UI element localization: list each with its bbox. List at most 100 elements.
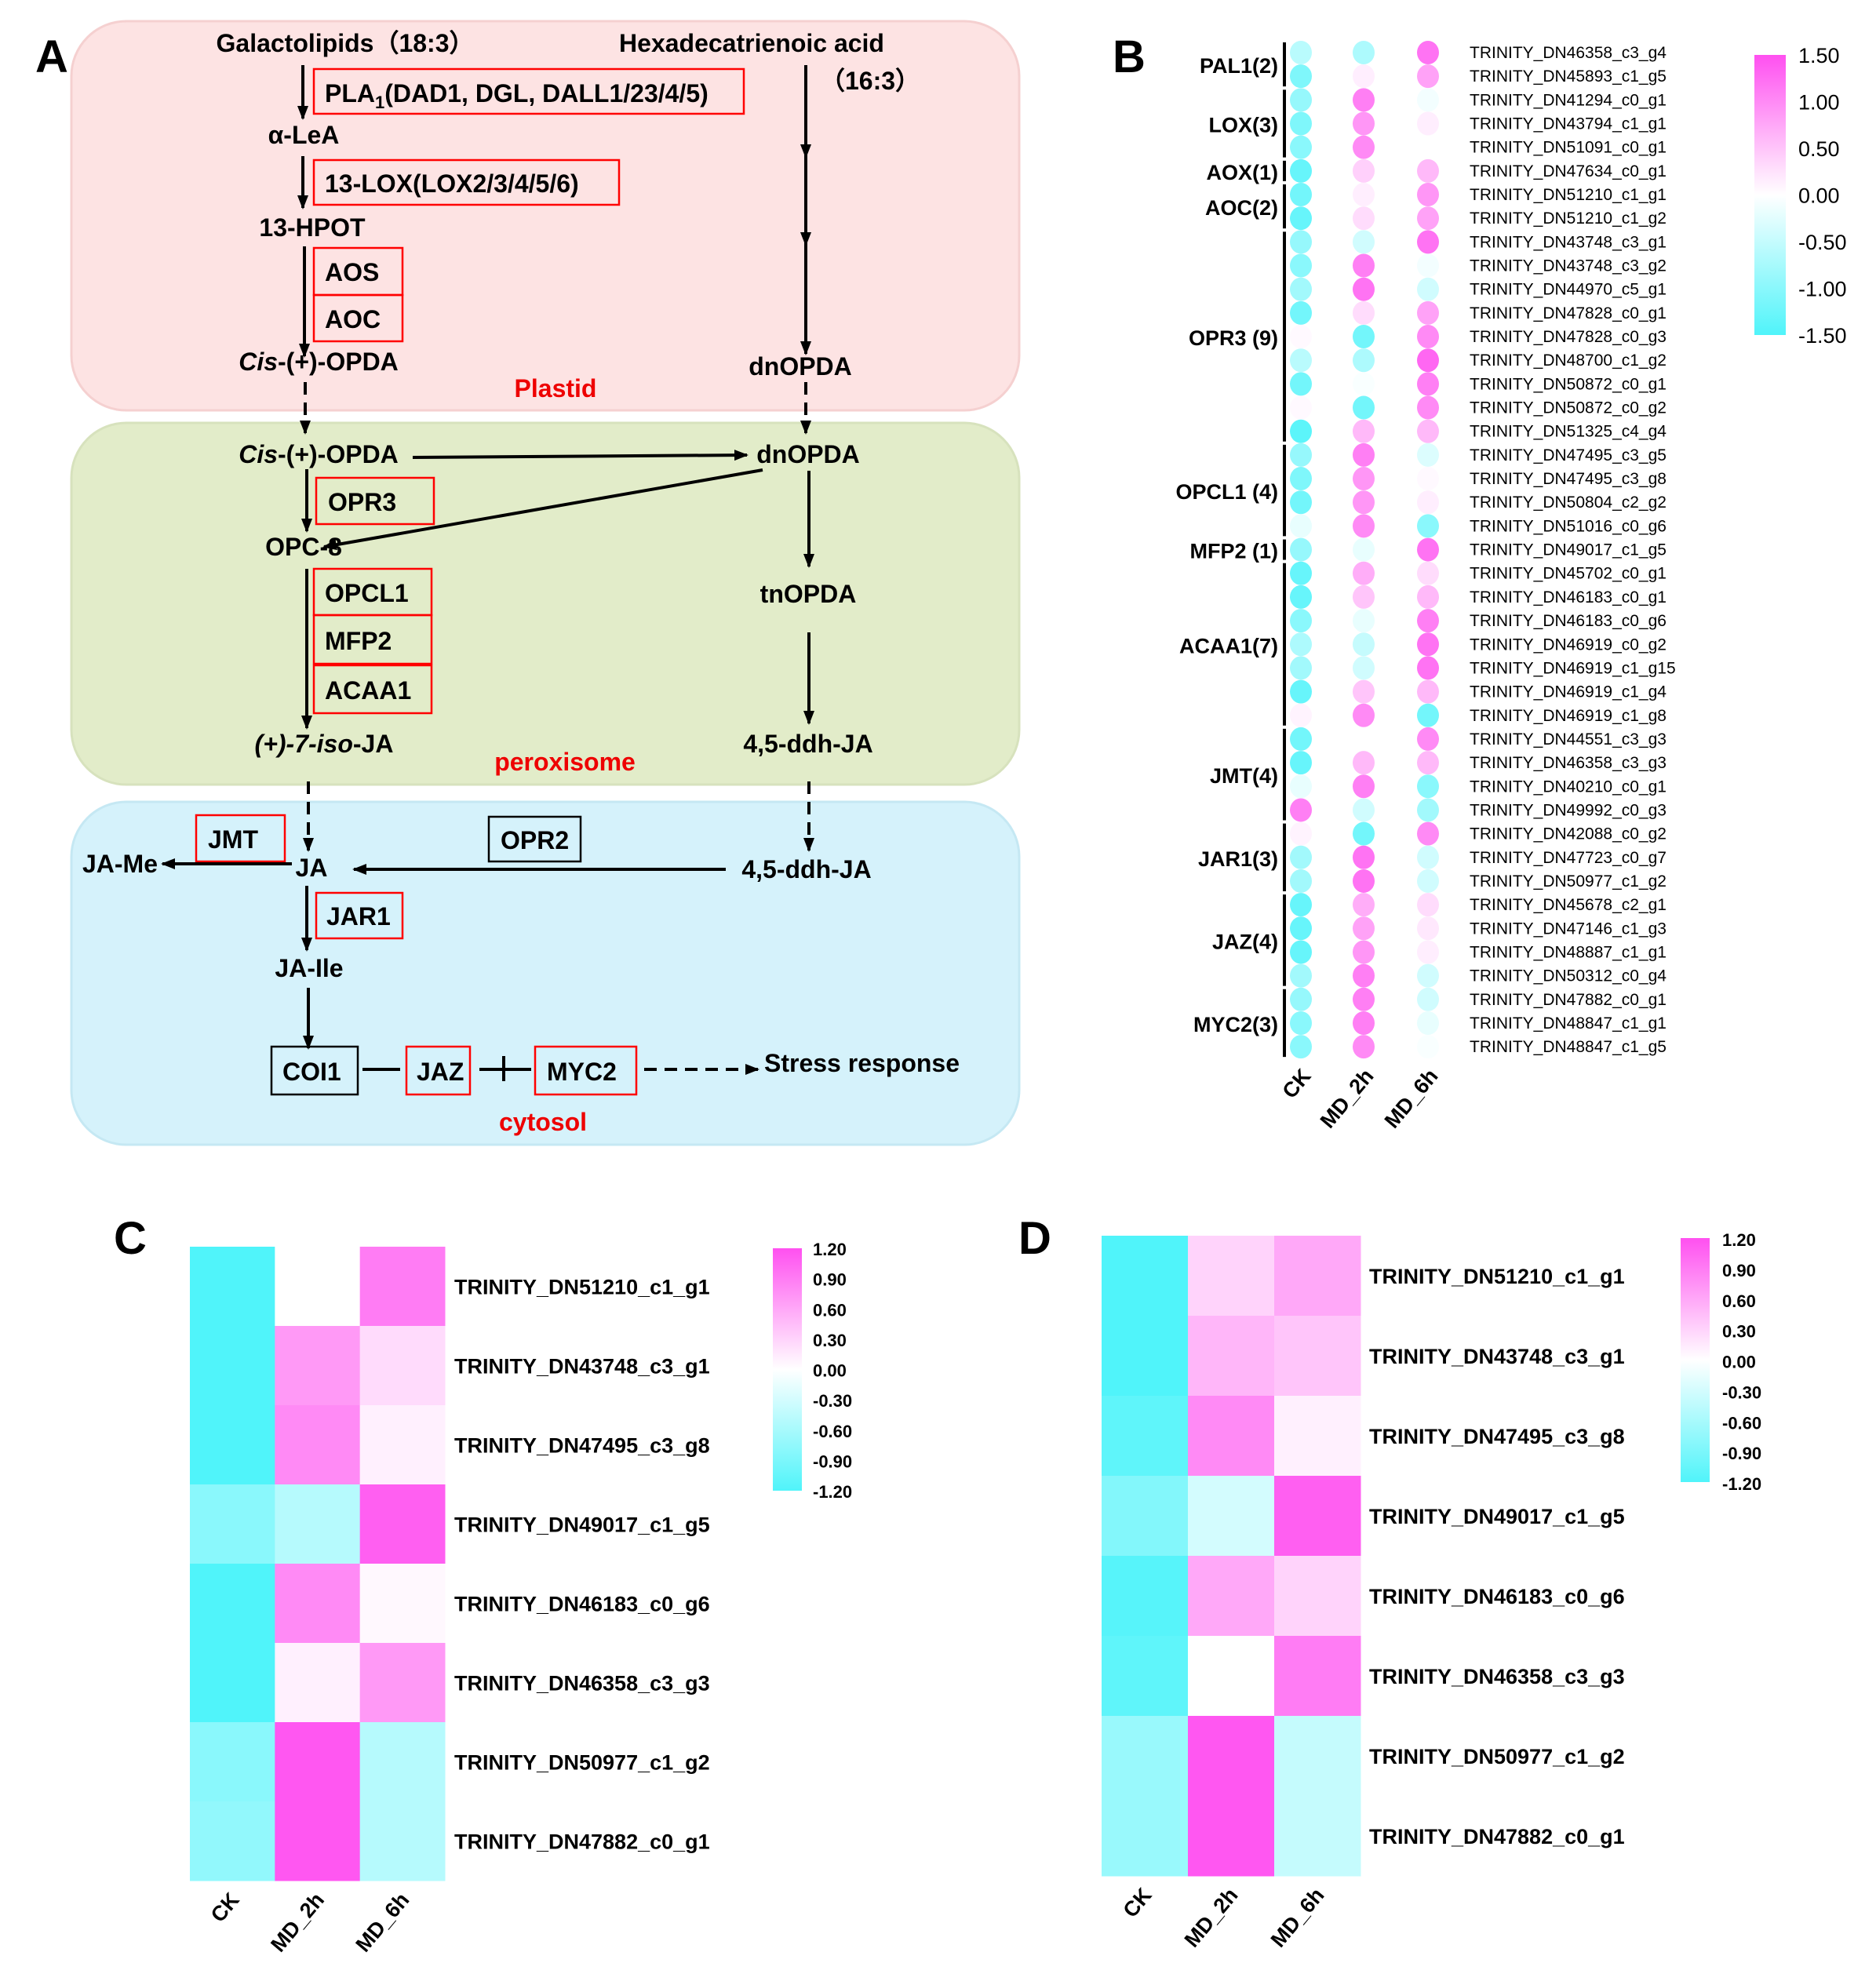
gene-label: TRINITY_DN46183_c0_g6 bbox=[454, 1593, 710, 1616]
column-label: MD_6h bbox=[1266, 1884, 1329, 1952]
gene-label: TRINITY_DN50977_c1_g2 bbox=[1470, 872, 1667, 890]
dot-md_6h bbox=[1417, 916, 1439, 941]
dot-md_2h bbox=[1353, 230, 1375, 254]
mfp2-label: MFP2 bbox=[325, 627, 392, 655]
heatmap-cell-md_6h bbox=[1274, 1636, 1361, 1717]
heatmap-d: D TRINITY_DN51210_c1_g1TRINITY_DN43748_c… bbox=[1018, 1213, 1761, 1952]
dot-md_2h bbox=[1353, 893, 1375, 917]
dot-ck bbox=[1290, 514, 1312, 538]
column-label: MD_2h bbox=[1316, 1065, 1379, 1133]
ddhja-peroxisome-label: 4,5-ddh-JA bbox=[743, 730, 872, 758]
gene-label: TRINITY_DN47495_c3_g8 bbox=[1369, 1425, 1625, 1448]
tnopda-label: tnOPDA bbox=[760, 580, 857, 608]
jaz-box bbox=[405, 1045, 472, 1096]
colorbar-tick: 0.30 bbox=[813, 1331, 847, 1350]
gene-label: TRINITY_DN47882_c0_g1 bbox=[454, 1830, 710, 1854]
dot-md_6h bbox=[1417, 88, 1439, 112]
colorbar-tick: 0.90 bbox=[813, 1270, 847, 1290]
gene-label: TRINITY_DN46358_c3_g3 bbox=[1470, 754, 1667, 772]
opr2-label: OPR2 bbox=[501, 826, 569, 854]
heatmap-cell-md_2h bbox=[1188, 1556, 1275, 1637]
jmt-label: JMT bbox=[208, 825, 258, 854]
gene-label: TRINITY_DN46919_c1_g8 bbox=[1470, 707, 1667, 725]
dot-ck bbox=[1290, 230, 1312, 254]
gene-label: TRINITY_DN46358_c3_g3 bbox=[454, 1672, 710, 1695]
heatmap-cell-md_2h bbox=[275, 1643, 361, 1723]
dot-md_2h bbox=[1353, 703, 1375, 727]
gene-label: TRINITY_DN46183_c0_g6 bbox=[1369, 1585, 1625, 1608]
colorbar-tick: -0.50 bbox=[1798, 231, 1847, 254]
group-label: JMT(4) bbox=[1210, 764, 1278, 788]
dot-md_6h bbox=[1417, 514, 1439, 538]
column-label: CK bbox=[206, 1888, 244, 1927]
dot-ck bbox=[1290, 300, 1312, 325]
dot-ck bbox=[1290, 135, 1312, 159]
opr2-box bbox=[487, 815, 582, 863]
dot-md_2h bbox=[1353, 987, 1375, 1011]
dot-md_2h bbox=[1353, 514, 1375, 538]
dot-md_6h bbox=[1417, 963, 1439, 988]
gene-label: TRINITY_DN51091_c0_g1 bbox=[1470, 139, 1667, 157]
heatmap-cell-md_2h bbox=[1188, 1396, 1275, 1477]
hpot-label: 13-HPOT bbox=[259, 213, 366, 242]
group-label: LOX(3) bbox=[1208, 114, 1278, 137]
gene-label: TRINITY_DN41294_c0_g1 bbox=[1470, 91, 1667, 109]
heatmap-cell-md_2h bbox=[275, 1801, 361, 1881]
dot-md_2h bbox=[1353, 609, 1375, 633]
dot-ck bbox=[1290, 656, 1312, 680]
heatmap-cell-md_2h bbox=[275, 1484, 361, 1564]
dot-ck bbox=[1290, 727, 1312, 751]
jaz-label: JAZ bbox=[417, 1058, 464, 1086]
group-label: JAZ(4) bbox=[1212, 930, 1278, 953]
colorbar-tick: 1.20 bbox=[813, 1240, 847, 1259]
dot-md_6h bbox=[1417, 183, 1439, 207]
group-label: ACAA1(7) bbox=[1179, 634, 1278, 657]
dot-md_6h bbox=[1417, 325, 1439, 349]
dot-md_2h bbox=[1353, 963, 1375, 988]
gene-label: TRINITY_DN47723_c0_g7 bbox=[1470, 849, 1667, 867]
dot-ck bbox=[1290, 916, 1312, 941]
dot-md_2h bbox=[1353, 443, 1375, 467]
dot-md_2h bbox=[1353, 845, 1375, 869]
jar1-label: JAR1 bbox=[326, 902, 391, 931]
dot-ck bbox=[1290, 443, 1312, 467]
dot-md_6h bbox=[1417, 277, 1439, 301]
dot-md_2h bbox=[1353, 41, 1375, 64]
group-label: JAR1(3) bbox=[1198, 847, 1278, 871]
colorbar-tick: -0.90 bbox=[1722, 1444, 1761, 1463]
heatmap-cell-md_6h bbox=[359, 1801, 446, 1881]
colorbar-tick: -1.20 bbox=[813, 1482, 852, 1502]
gene-label: TRINITY_DN47146_c1_g3 bbox=[1470, 920, 1667, 938]
gene-label: TRINITY_DN51210_c1_g1 bbox=[454, 1276, 710, 1299]
dot-ck bbox=[1290, 419, 1312, 443]
group-label: OPR3 (9) bbox=[1189, 326, 1278, 350]
dot-md_6h bbox=[1417, 395, 1439, 420]
colorbar-b bbox=[1754, 55, 1786, 335]
gene-label: TRINITY_DN51210_c1_g1 bbox=[1369, 1265, 1625, 1288]
colorbar-tick: 0.60 bbox=[813, 1300, 847, 1320]
gene-label: TRINITY_DN47882_c0_g1 bbox=[1369, 1825, 1625, 1848]
dot-md_6h bbox=[1417, 987, 1439, 1011]
group-label: MFP2 (1) bbox=[1189, 540, 1278, 563]
gene-label: TRINITY_DN46183_c0_g6 bbox=[1470, 612, 1667, 630]
gene-label: TRINITY_DN46358_c3_g3 bbox=[1369, 1665, 1625, 1688]
heatmap-cell-md_6h bbox=[359, 1484, 446, 1564]
jame-label: JA-Me bbox=[82, 850, 158, 878]
heatmap-cell-md_6h bbox=[1274, 1716, 1361, 1797]
dot-md_6h bbox=[1417, 656, 1439, 680]
dot-ck bbox=[1290, 893, 1312, 917]
galactolipids-label: Galactolipids（18:3） bbox=[217, 29, 475, 57]
coi1-box bbox=[270, 1045, 359, 1096]
dot-ck bbox=[1290, 632, 1312, 657]
plastid-label: Plastid bbox=[515, 374, 597, 402]
group-label: PAL1(2) bbox=[1200, 54, 1278, 78]
plastid-compartment bbox=[70, 20, 1021, 412]
dot-ck bbox=[1290, 64, 1312, 89]
dot-md_2h bbox=[1353, 537, 1375, 562]
dot-ck bbox=[1290, 703, 1312, 727]
dot-md_2h bbox=[1353, 656, 1375, 680]
dot-md_6h bbox=[1417, 135, 1439, 159]
colorbar-c bbox=[773, 1248, 802, 1491]
gene-label: TRINITY_DN46919_c0_g2 bbox=[1470, 636, 1667, 654]
